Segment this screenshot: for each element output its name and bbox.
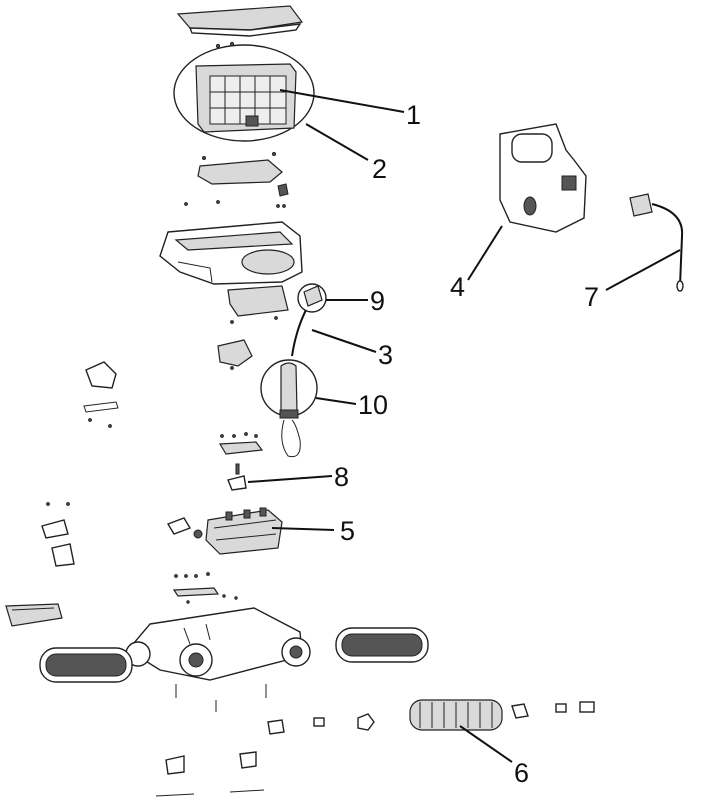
bottom-clips: [155, 751, 265, 797]
callout-8: 8: [334, 462, 349, 492]
callout-1: 1: [406, 100, 421, 130]
filter-support-plate: [184, 152, 289, 208]
right-track: [335, 627, 429, 663]
top-cover: [176, 5, 304, 37]
callout-4: 4: [450, 272, 465, 302]
brush-hardware: [267, 701, 595, 735]
callout-7: 7: [584, 282, 599, 312]
chassis-screws: [172, 572, 238, 604]
callout-6: 6: [514, 758, 529, 788]
callout-3: 3: [378, 340, 393, 370]
callout-5: 5: [340, 516, 355, 546]
under-screws: [175, 684, 267, 712]
callout-9: 9: [370, 286, 385, 316]
motor-cover-plate: [218, 432, 264, 455]
brush-roller: [409, 699, 503, 731]
filter-basket-group: [173, 44, 315, 142]
main-housing: [159, 221, 303, 285]
callout-labels: 1 2 3 4 5 6 7 8 9 10: [334, 100, 599, 788]
side-bracket: [217, 339, 253, 370]
motor-unit: [41, 502, 283, 567]
callout-10: 10: [358, 390, 388, 420]
callout-2: 2: [372, 154, 387, 184]
front-bumper: [5, 603, 63, 627]
chassis-base: [125, 607, 311, 681]
left-clip: [83, 361, 119, 428]
power-cable: [629, 193, 684, 292]
swivel-cable-assembly: [260, 283, 327, 458]
motor-shroud: [227, 285, 289, 324]
leader-lines: [247, 89, 681, 763]
power-supply: [499, 123, 587, 233]
left-track: [39, 647, 133, 683]
impeller: [227, 463, 247, 491]
